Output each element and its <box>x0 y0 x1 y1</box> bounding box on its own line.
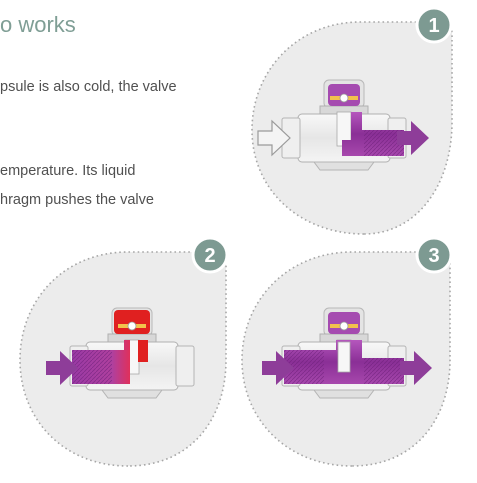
stage-2-number: 2 <box>204 245 215 267</box>
stage-3: 3 <box>241 236 453 467</box>
text-line-3: hragm pushes the valve <box>0 192 154 208</box>
stage-1-badge <box>415 6 453 44</box>
text-line-1: psule is also cold, the valve <box>0 79 177 95</box>
stage-3-trap <box>281 307 407 399</box>
page-heading: o works <box>0 12 76 37</box>
stage-3-number: 3 <box>428 245 439 267</box>
stage-1: 1 <box>251 6 453 235</box>
stage-1-trap <box>281 79 407 171</box>
stage-2-badge <box>191 236 229 274</box>
stage-1-number: 1 <box>428 15 439 37</box>
stage-2: 2 <box>19 236 229 467</box>
stage-2-trap <box>69 307 195 399</box>
stage-3-badge <box>415 236 453 274</box>
text-line-2: emperature. Its liquid <box>0 163 136 179</box>
